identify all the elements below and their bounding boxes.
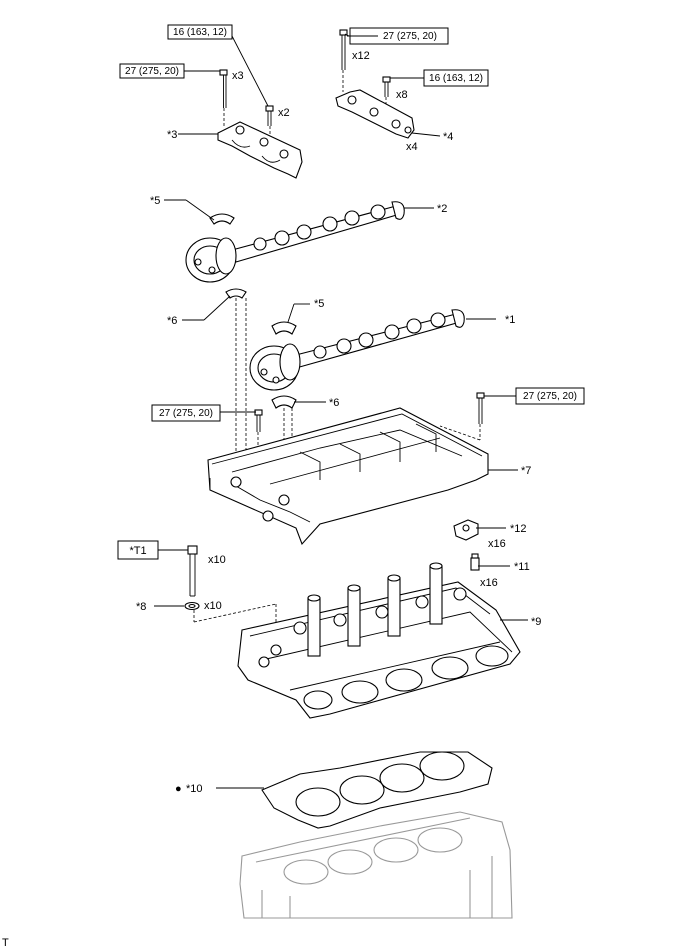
callout-5-lower: *5 [314, 298, 324, 310]
callout-7: *7 [521, 465, 531, 477]
bearing-6-upper [225, 288, 247, 299]
valve-lifter-11 [470, 553, 480, 571]
cylinder-block [239, 811, 513, 919]
callout-3: *3 [167, 129, 177, 141]
cylinder-head-9 [237, 581, 521, 719]
corner-mark: T [2, 937, 9, 949]
cylinder-head-pins [307, 562, 443, 657]
bearing-cap-3 [217, 121, 303, 179]
torque-box-a: 16 (163, 12) [167, 24, 233, 40]
callout-11: *11 [514, 561, 530, 573]
callout-9: *9 [531, 616, 541, 628]
bolt-16-left [265, 105, 274, 126]
torque-box-d: 16 (163, 12) [423, 69, 489, 87]
bullet-mark: ● [175, 783, 182, 795]
callout-6-lower: *6 [329, 397, 339, 409]
callout-6-upper: *6 [167, 315, 177, 327]
bolt-27-housing-left [254, 409, 263, 450]
torque-spec-a: 16 (163, 12) [173, 27, 227, 38]
head-gasket-10 [261, 751, 493, 829]
qty-x16-b: x16 [480, 577, 498, 589]
bearing-5-upper [209, 213, 235, 225]
bolt-27-left [219, 69, 228, 108]
qty-x10-b: x10 [204, 600, 222, 612]
bolt-27-top [339, 29, 348, 70]
bearing-6-lower [271, 395, 297, 409]
torque-box-e: 27 (275, 20) [151, 404, 221, 422]
callout-1: *1 [505, 314, 515, 326]
qty-x8: x8 [396, 89, 408, 101]
callout-12: *12 [510, 523, 527, 535]
torque-spec-b: 27 (275, 20) [125, 66, 179, 77]
vvt-gear-upper [185, 237, 237, 283]
bearing-cap-4 [335, 89, 415, 139]
vvt-gear-lower [249, 343, 301, 391]
bolt-27-housing-right [439, 392, 485, 441]
torque-box-c: 27 (275, 20) [349, 27, 449, 45]
qty-x3: x3 [232, 70, 244, 82]
callout-t1: *T1 [129, 545, 146, 557]
callout-10: *10 [186, 783, 203, 795]
torque-box-f: 27 (275, 20) [515, 387, 585, 405]
bolt-16-right [382, 76, 391, 97]
callout-4: *4 [443, 131, 453, 143]
torque-spec-f: 27 (275, 20) [523, 391, 577, 402]
torque-spec-d: 16 (163, 12) [429, 73, 483, 84]
torque-box-b: 27 (275, 20) [119, 63, 185, 79]
washer-8 [184, 601, 200, 611]
qty-x16-a: x16 [488, 538, 506, 550]
callout-t1-box: *T1 [117, 540, 159, 560]
callout-8: *8 [136, 601, 146, 613]
callout-2: *2 [437, 203, 447, 215]
bearing-5-lower [271, 321, 297, 335]
camshaft-housing-7 [207, 407, 489, 546]
qty-x2: x2 [278, 107, 290, 119]
qty-x12: x12 [352, 50, 370, 62]
camshaft-1 [291, 309, 465, 369]
callout-5-upper: *5 [150, 195, 160, 207]
qty-x10-a: x10 [208, 554, 226, 566]
camshaft-2 [231, 201, 405, 263]
torque-spec-c: 27 (275, 20) [383, 31, 437, 42]
lash-adjuster-12 [453, 519, 479, 541]
qty-x4: x4 [406, 141, 418, 153]
torque-spec-e: 27 (275, 20) [159, 408, 213, 419]
head-bolt-t1 [187, 545, 198, 597]
